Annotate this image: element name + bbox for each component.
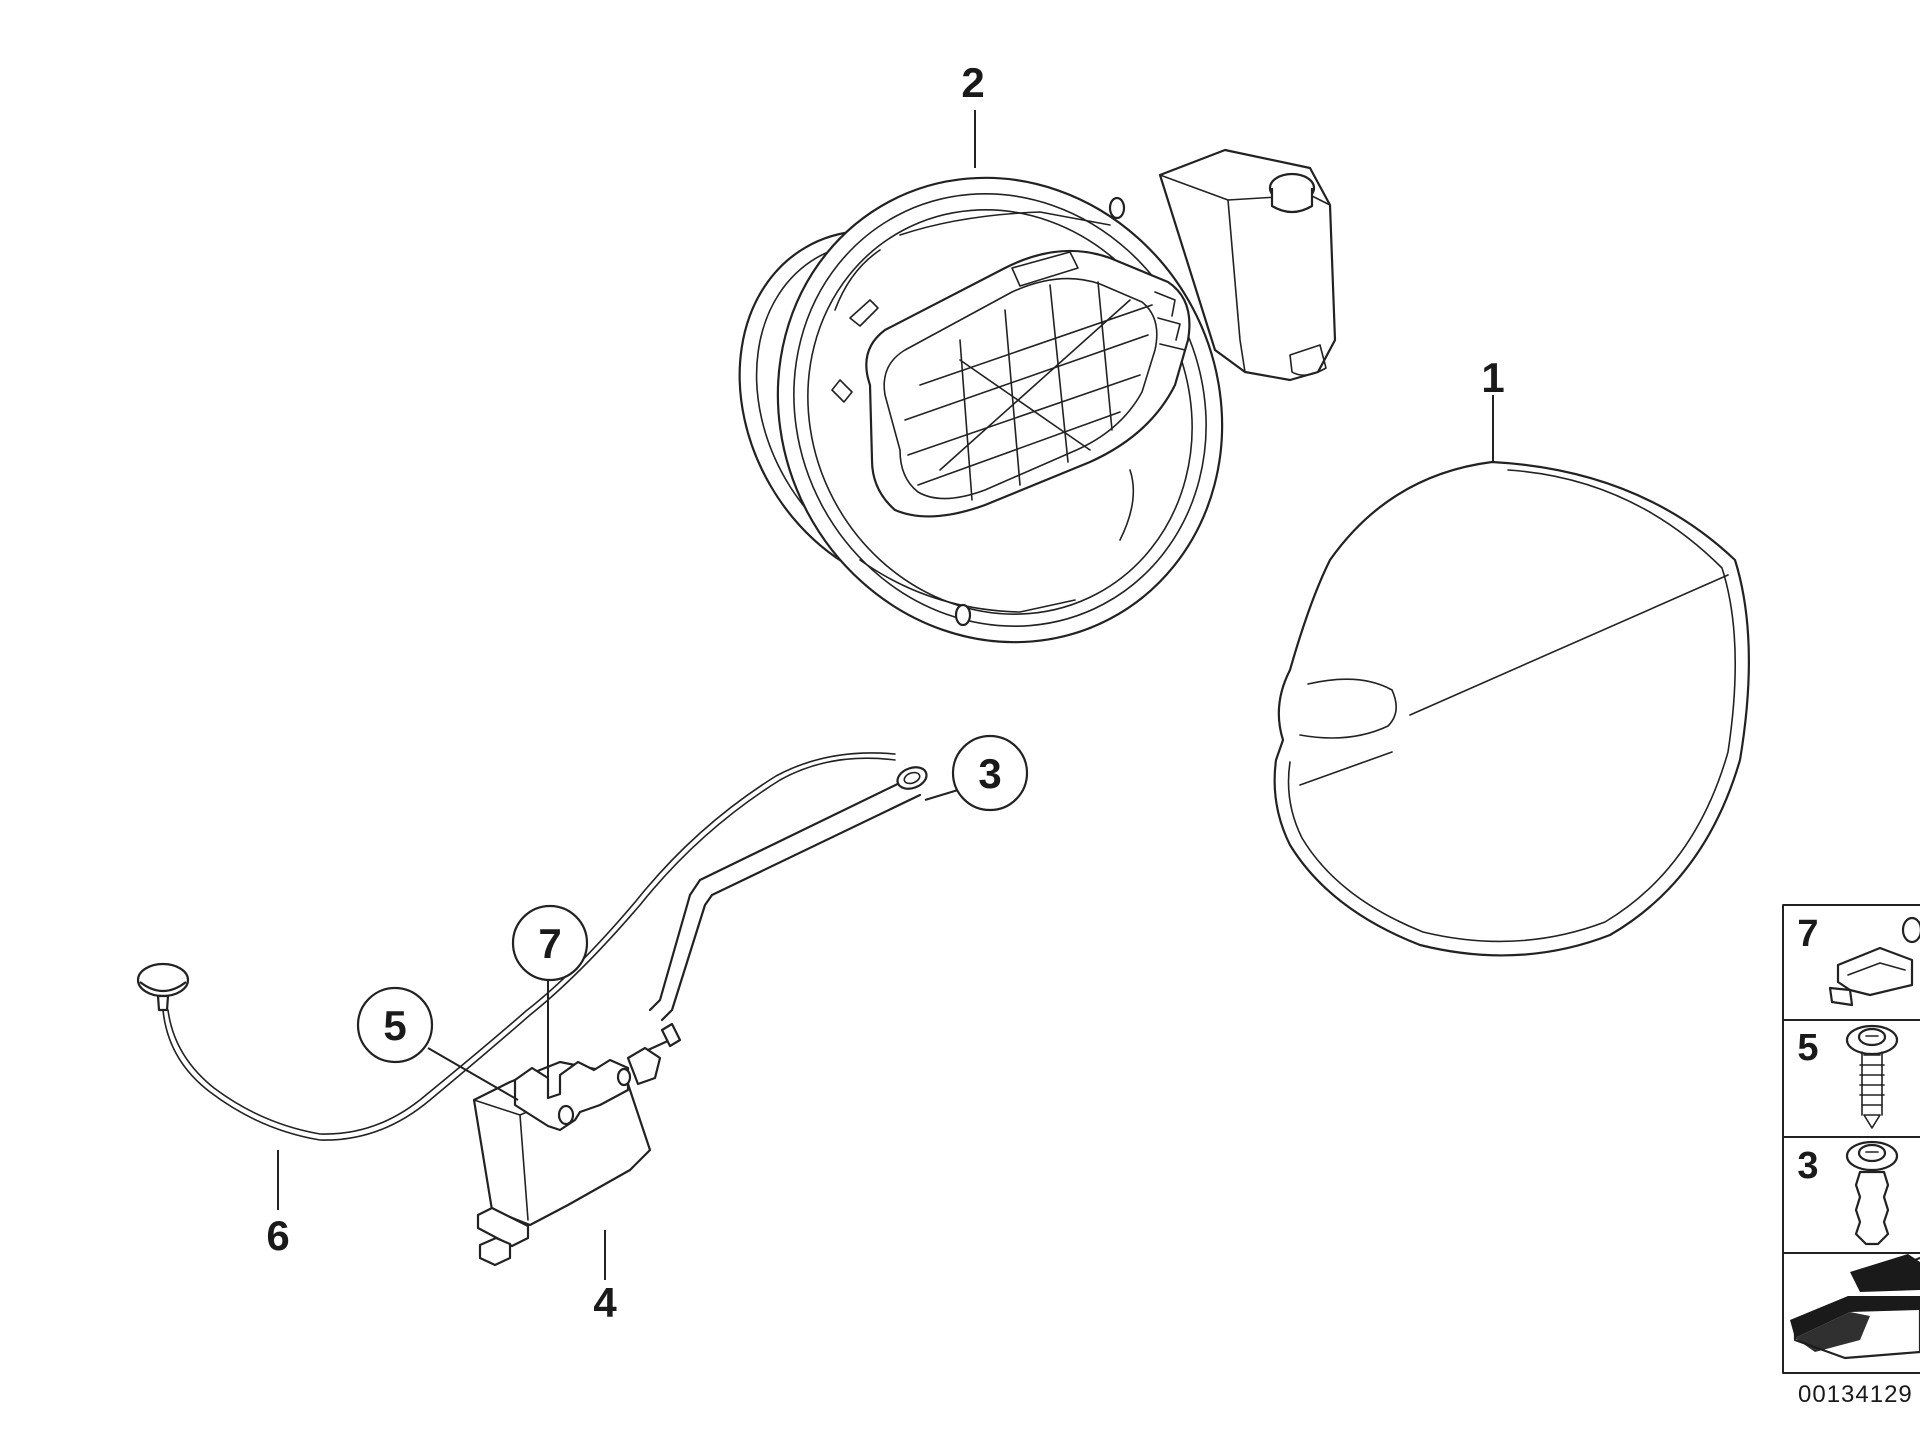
callout-3: 3	[978, 750, 1001, 797]
legend-number-5: 5	[1797, 1027, 1818, 1069]
callout-7: 7	[538, 920, 561, 967]
callout-1: 1	[1481, 354, 1504, 401]
emergency-release-cable	[136, 752, 896, 1141]
fuel-filler-flap	[1273, 460, 1750, 957]
callout-5-circle	[356, 986, 434, 1064]
screw-icon	[1845, 1024, 1899, 1129]
legend-number-3: 3	[1797, 1145, 1818, 1187]
expanding-rivet-icon	[1845, 1140, 1899, 1246]
callout-4: 4	[593, 1279, 617, 1326]
clip-icon	[1828, 916, 1920, 1007]
callout-leader-3	[924, 789, 959, 801]
diagram-code: 00134129	[1798, 1381, 1913, 1408]
legend-number-7: 7	[1797, 913, 1818, 955]
arrow-bracket-icon	[1790, 1254, 1920, 1360]
callout-2: 2	[961, 59, 984, 106]
fuel-filler-housing	[738, 148, 1337, 644]
parts-legend: 7 5 3	[1782, 904, 1920, 1374]
callout-3-circle	[951, 734, 1029, 812]
callout-7-circle	[511, 904, 589, 982]
hose	[648, 766, 928, 1022]
callout-6: 6	[266, 1212, 289, 1259]
actuator	[472, 1022, 682, 1267]
callout-5: 5	[383, 1002, 406, 1049]
callout-leader-5	[427, 1047, 519, 1101]
